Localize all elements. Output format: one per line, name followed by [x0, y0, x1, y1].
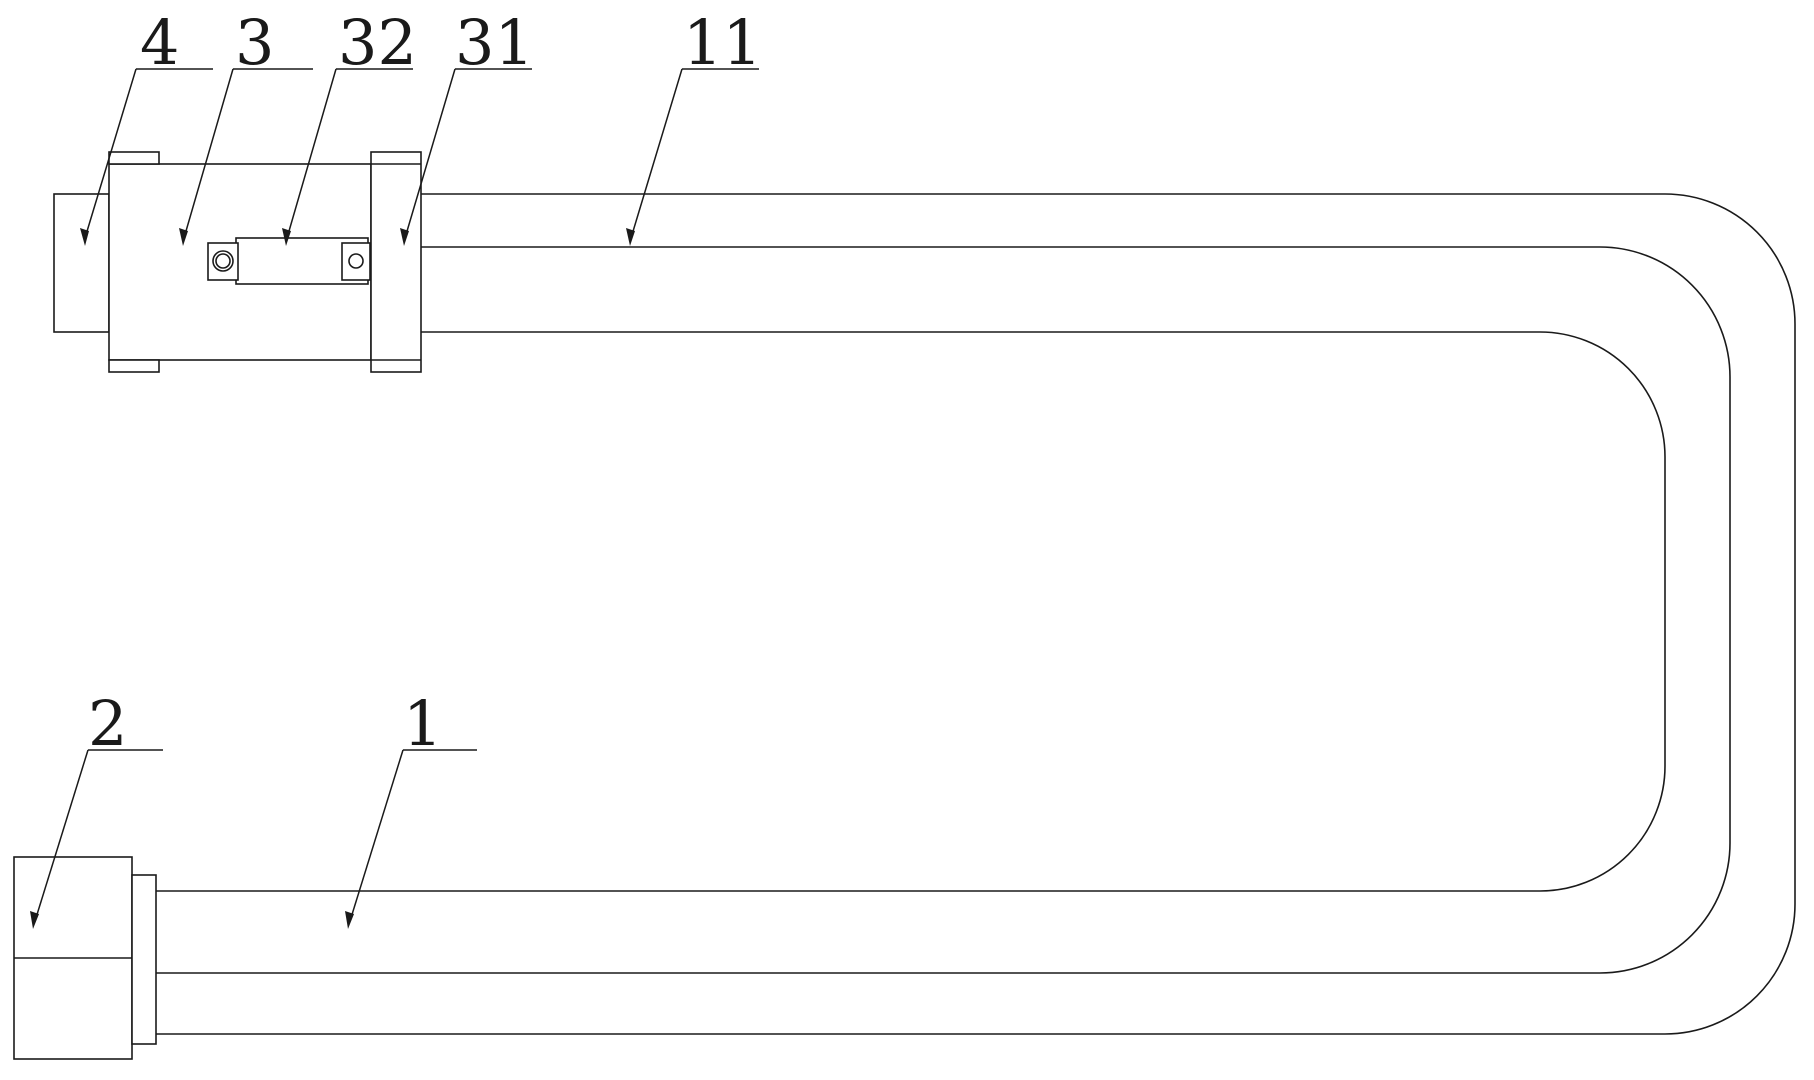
leader-2: [34, 749, 89, 922]
arrowhead-11: [626, 228, 635, 246]
end-block: [53, 193, 110, 333]
leader-32: [286, 68, 337, 239]
label-32: 32: [338, 6, 417, 79]
tube-middle-line: [156, 246, 1731, 974]
label-1: 1: [403, 687, 442, 760]
label-11: 11: [683, 6, 762, 79]
label-4: 4: [140, 6, 179, 79]
clamp-bolt-right: [348, 253, 364, 269]
tube-inner-wall: [156, 331, 1666, 892]
housing-bottom-tab: [108, 359, 160, 373]
arrowhead-3: [179, 228, 188, 246]
callout-32: 32: [282, 6, 417, 246]
callout-3: 3: [179, 6, 313, 246]
label-3: 3: [235, 6, 274, 79]
leader-1: [349, 749, 404, 922]
label-2: 2: [88, 687, 127, 760]
callout-11: 11: [626, 6, 762, 246]
arrowhead-32: [282, 228, 291, 246]
arrowhead-1: [345, 911, 354, 929]
arrowhead-31: [400, 228, 409, 246]
housing-top-tab: [108, 151, 160, 165]
clamp-bolt-left-inner: [215, 253, 231, 269]
leader-3: [183, 68, 234, 239]
arrowhead-4: [80, 228, 89, 246]
leader-31: [404, 68, 456, 239]
callout-4: 4: [80, 6, 213, 246]
clamp-bolt-right-box: [341, 242, 371, 281]
label-31: 31: [455, 6, 534, 79]
leader-4: [84, 68, 137, 239]
callout-2: 2: [30, 687, 163, 929]
flange: [370, 151, 422, 373]
clamp-bolt-left-outer: [212, 250, 234, 272]
leader-11: [630, 68, 683, 239]
u-tube: [156, 193, 1796, 1035]
callout-31: 31: [400, 6, 534, 246]
tube-outer-wall: [156, 193, 1796, 1035]
connector-assembly: [53, 151, 422, 373]
callout-1: 1: [345, 687, 477, 929]
arrowhead-2: [30, 911, 39, 929]
base-collar: [131, 874, 157, 1045]
base-connector: [13, 856, 157, 1060]
